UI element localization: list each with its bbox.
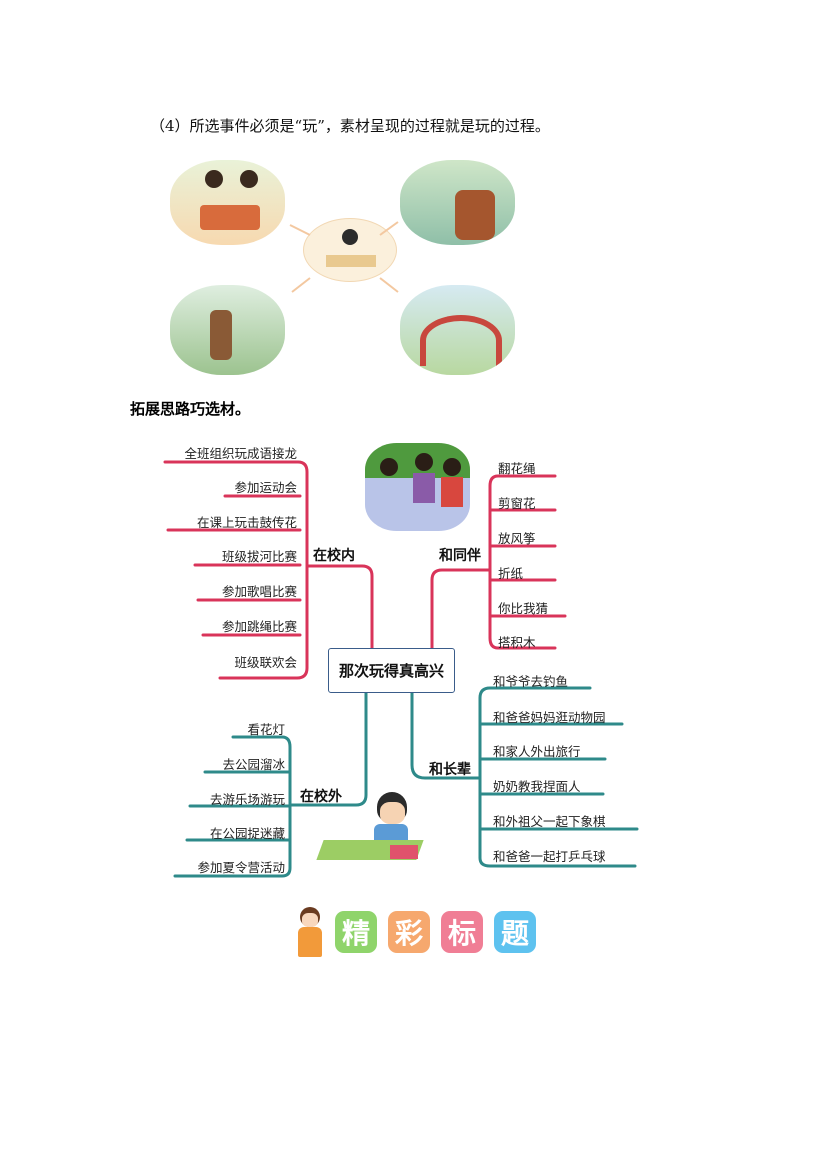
mind-map-item: 参加运动会 (234, 480, 297, 495)
intro-paragraph: （4）所选事件必须是“玩”，素材呈现的过程就是玩的过程。 (150, 117, 550, 135)
mind-map-item: 参加歌唱比赛 (221, 584, 297, 599)
mind-map-item: 和爷爷去钓鱼 (493, 674, 569, 689)
mind-map-item: 折纸 (498, 566, 524, 581)
section-heading: 拓展思路巧选材。 (130, 400, 251, 418)
mind-map-item: 翻花绳 (498, 461, 536, 476)
title-badge: 彩 (388, 911, 430, 953)
mind-map-item: 在公园捉迷藏 (209, 826, 285, 841)
mind-map-item: 放风筝 (498, 531, 536, 546)
mind-map-item: 和爸爸一起打乒乓球 (493, 849, 606, 864)
branch-label-in-school: 在校内 (313, 548, 355, 564)
branch-label-out-school: 在校外 (300, 789, 342, 805)
mind-map-item: 参加跳绳比赛 (221, 619, 297, 634)
branch-label-with-peers: 和同伴 (439, 548, 481, 564)
mind-map-item: 参加夏令营活动 (197, 860, 285, 875)
arrows (289, 221, 399, 293)
mind-map-item: 剪窗花 (498, 496, 536, 511)
mind-map-item: 全班组织玩成语接龙 (184, 446, 297, 461)
illustration-kids-arm-wrestling (170, 160, 285, 245)
illustration-roller-coaster (400, 285, 515, 375)
title-badge: 题 (494, 911, 536, 953)
illustration-fishing (170, 285, 285, 375)
title-badge: 标 (441, 911, 483, 953)
mind-map-item: 你比我猜 (498, 601, 549, 616)
mind-map-item: 在课上玩击鼓传花 (196, 515, 297, 530)
mind-map-center: 那次玩得真高兴 (328, 648, 455, 693)
mind-map-item: 去公园溜冰 (222, 757, 285, 772)
mind-map-item: 奶奶教我捏面人 (493, 779, 581, 794)
mind-map-item: 和外祖父一起下象棋 (493, 814, 606, 829)
mind-map-item: 和爸爸妈妈逛动物园 (493, 710, 606, 725)
branch-label-with-elders: 和长辈 (429, 762, 471, 778)
girl-teacher-icon (290, 905, 330, 960)
mind-map-item: 班级拔河比赛 (221, 549, 297, 564)
title-badge: 精 (335, 911, 377, 953)
mind-map-item: 看花灯 (247, 722, 285, 737)
mind-map-item: 班级联欢会 (234, 655, 297, 670)
illustration-kids-playing (365, 443, 470, 531)
mind-map-item: 和家人外出旅行 (493, 744, 581, 759)
illustration-boy-writing (303, 218, 397, 282)
mind-map-item: 搭积木 (498, 635, 536, 650)
mind-map-item: 去游乐场游玩 (209, 792, 285, 807)
illustration-zoo-visit (400, 160, 515, 245)
